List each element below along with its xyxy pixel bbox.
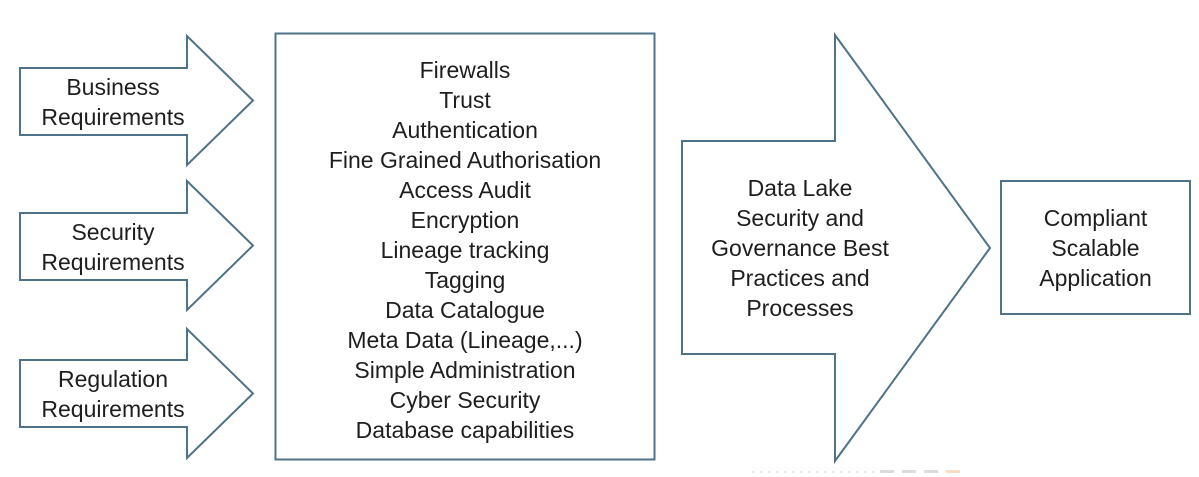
capability-item: Firewalls [419, 56, 511, 83]
business-requirements-label: Business Requirements [41, 73, 185, 130]
capability-item: Tagging [424, 266, 506, 293]
capability-item: Access Audit [399, 176, 531, 203]
security-requirements-label: Security Requirements [41, 218, 185, 275]
business-requirements-arrow-shape [19, 33, 255, 168]
capability-item: Simple Administration [354, 356, 576, 383]
capability-item: Trust [439, 86, 491, 113]
capability-item: Database capabilities [355, 416, 575, 443]
capability-item: Data Catalogue [385, 296, 545, 323]
regulation-requirements-label: Regulation Requirements [41, 365, 185, 422]
process-arrow-label: Data Lake Security and Governance Best P… [711, 174, 889, 321]
process-arrow-shape [681, 31, 992, 465]
capabilities-list: Firewalls Trust Authentication Fine Grai… [275, 33, 655, 460]
capabilities-box-shape [274, 32, 656, 461]
capability-item: Encryption [410, 206, 520, 233]
capability-item: Lineage tracking [380, 236, 550, 263]
capability-item: Cyber Security [389, 386, 541, 413]
outcome-box-shape [1000, 180, 1191, 315]
watermark-marks [752, 470, 960, 473]
capability-item: Authentication [392, 116, 538, 143]
regulation-requirements-arrow-shape [19, 326, 255, 461]
security-requirements-arrow-shape [19, 178, 255, 313]
outcome-box-label: Compliant Scalable Application [1039, 204, 1152, 291]
capability-item: Meta Data (Lineage,...) [347, 326, 583, 353]
capability-item: Fine Grained Authorisation [328, 146, 602, 173]
